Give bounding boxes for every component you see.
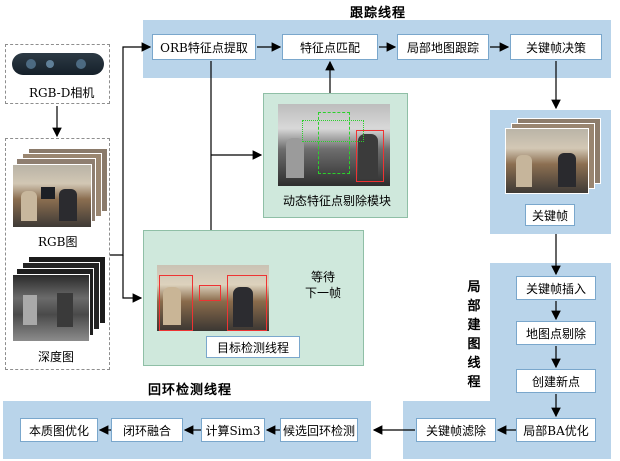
feature-matching-box: 特征点匹配 <box>282 34 378 60</box>
loop-closing-title: 回环检测线程 <box>148 383 233 398</box>
local-ba-box: 局部BA优化 <box>516 418 596 442</box>
depth-label: 深度图 <box>38 350 75 364</box>
rgbd-camera-icon <box>12 53 104 75</box>
rgb-label: RGB图 <box>38 235 78 249</box>
keyframe-decision-box: 关键帧决策 <box>510 34 602 60</box>
essential-graph-box: 本质图优化 <box>20 418 98 442</box>
lm-title-char: 局 <box>467 280 481 295</box>
lm-title-char: 图 <box>467 337 481 352</box>
lm-title-char: 线 <box>467 356 481 371</box>
detection-image <box>157 265 269 331</box>
wait-next-frame-label: 等待 下一帧 <box>305 270 342 300</box>
lm-title-char: 程 <box>467 375 481 390</box>
local-map-tracking-box: 局部地图跟踪 <box>397 34 489 60</box>
keyframe-image-stack <box>505 118 605 198</box>
dynamic-features-image <box>278 104 390 186</box>
candidate-loop-box: 候选回环检测 <box>280 418 358 442</box>
loop-fusion-box: 闭环融合 <box>111 418 183 442</box>
keyframe-label-box: 关键帧 <box>525 204 575 226</box>
orb-extraction-box: ORB特征点提取 <box>152 34 256 60</box>
local-mapping-title: 局 部 建 图 线 程 <box>466 278 482 392</box>
dynamic-removal-label: 动态特征点剔除模块 <box>283 194 392 208</box>
camera-label: RGB-D相机 <box>29 86 95 100</box>
object-detection-label-box: 目标检测线程 <box>206 336 300 358</box>
compute-sim3-box: 计算Sim3 <box>201 418 265 442</box>
keyframe-culling-box: 关键帧滤除 <box>416 418 496 442</box>
rgb-image-stack <box>12 148 110 228</box>
lm-title-char: 建 <box>467 318 481 333</box>
arrow-images-to-detection <box>122 255 143 303</box>
depth-image-stack <box>12 256 110 344</box>
map-point-culling-box: 地图点剔除 <box>516 321 596 345</box>
arrow-images-to-orb <box>110 42 152 256</box>
tracking-thread-title: 跟踪线程 <box>350 6 407 21</box>
keyframe-insertion-box: 关键帧插入 <box>516 276 596 300</box>
new-points-box: 创建新点 <box>516 369 596 393</box>
lm-title-char: 部 <box>467 299 481 314</box>
